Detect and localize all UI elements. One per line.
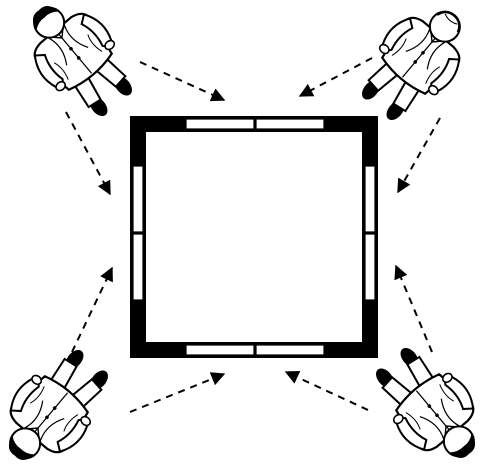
panel-left-top <box>133 166 143 232</box>
square-inner <box>146 132 362 342</box>
figure-top-left <box>9 0 148 130</box>
figure-bottom-right <box>360 334 487 468</box>
arrow-bottom-left-up <box>72 268 112 352</box>
panel-right-bottom <box>365 234 375 300</box>
arrow-bottom-left-right <box>130 374 224 412</box>
arrow-bottom-right-up <box>396 266 432 352</box>
panel-right-top <box>365 166 375 232</box>
panel-top-right <box>256 119 324 129</box>
panel-bottom-right <box>256 345 324 355</box>
central-square <box>130 116 378 358</box>
arrow-top-left-right <box>140 62 224 100</box>
arrow-bottom-right-left <box>286 372 368 410</box>
arrow-top-left-down <box>66 112 110 194</box>
figure-bottom-left <box>0 336 124 468</box>
figure-top-right <box>346 0 484 134</box>
arrow-top-right-left <box>300 58 372 96</box>
panel-left-bottom <box>133 234 143 300</box>
panel-bottom-left <box>186 345 254 355</box>
panel-top-left <box>186 119 254 129</box>
arrow-top-right-down <box>398 118 440 192</box>
